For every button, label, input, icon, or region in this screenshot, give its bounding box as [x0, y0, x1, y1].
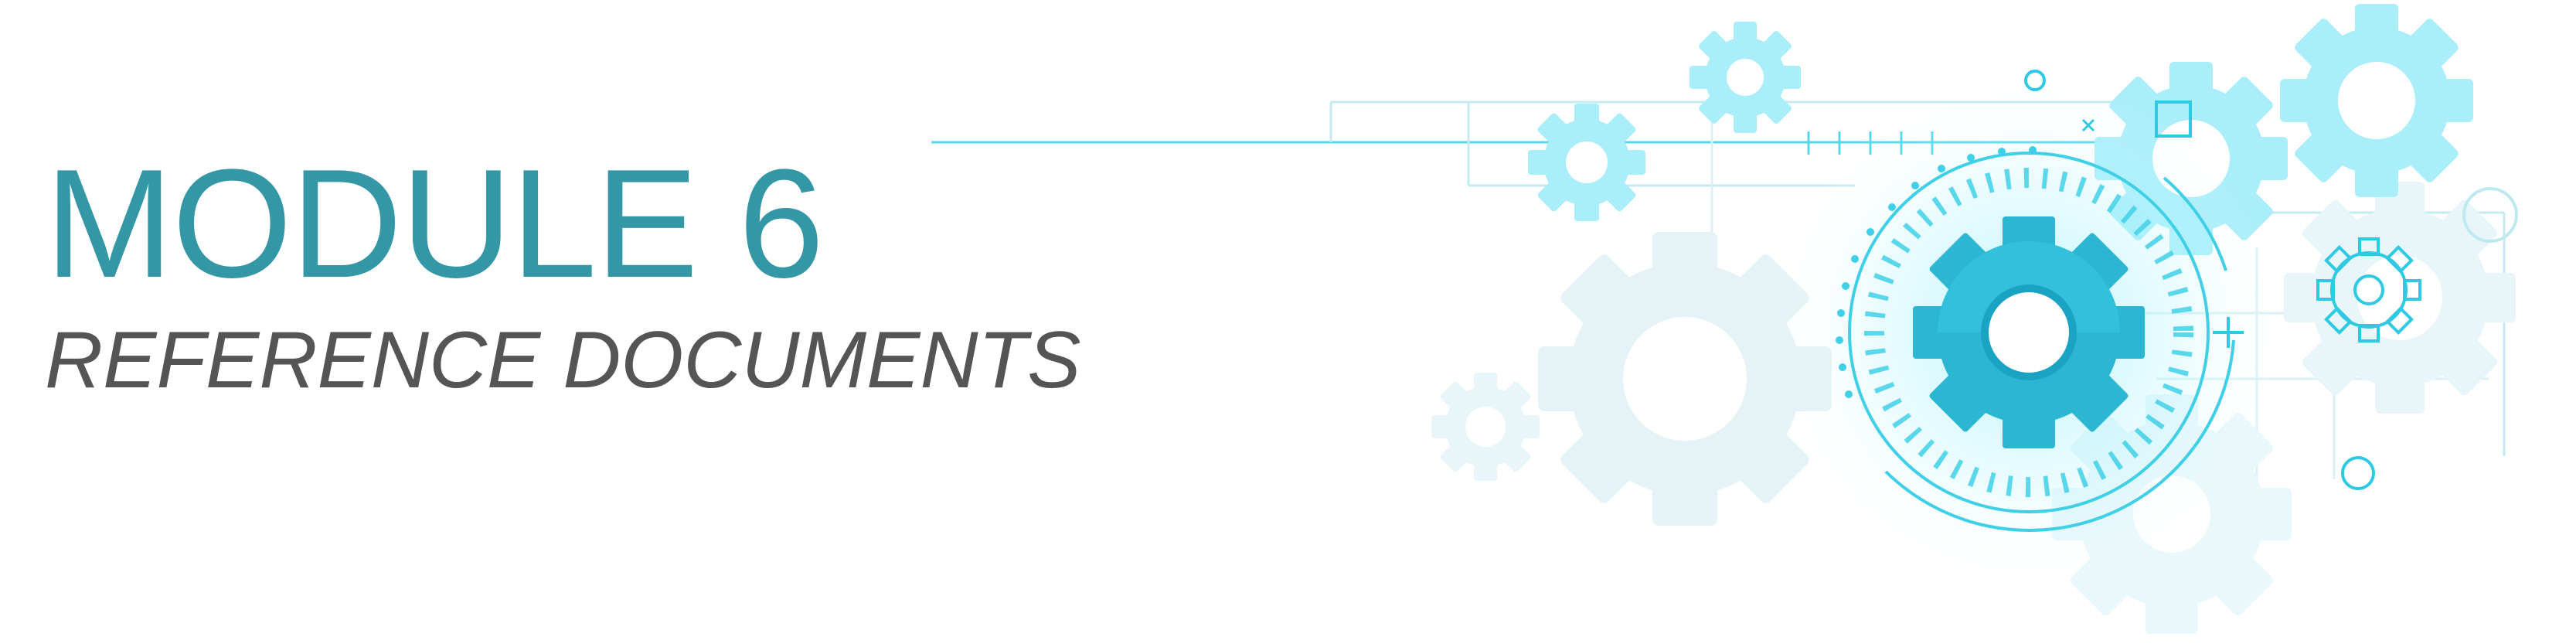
title-block: MODULE 6 REFERENCE DOCUMENTS	[45, 138, 1081, 405]
main-gear	[1913, 216, 2145, 448]
outline-gear	[2316, 237, 2421, 342]
tech-rings	[1848, 152, 2235, 532]
dot-arc	[1836, 146, 2037, 398]
module-subtitle: REFERENCE DOCUMENTS	[45, 315, 1081, 405]
module-title: MODULE 6	[45, 138, 824, 310]
small-details	[2024, 70, 2518, 490]
